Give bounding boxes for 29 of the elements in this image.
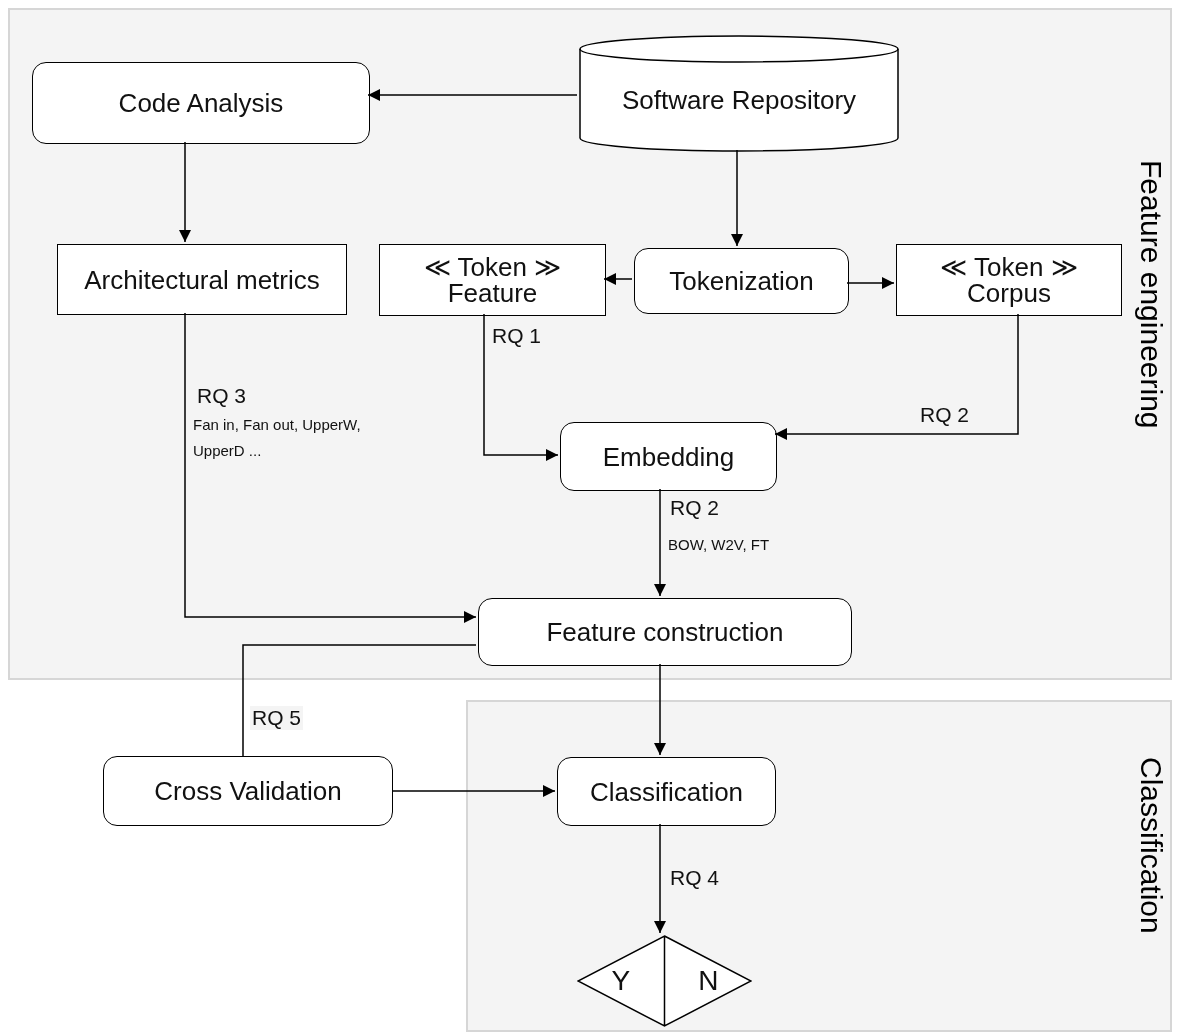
panel-label: Feature engineering [1136,160,1166,429]
database-cylinder: Software Repository [579,35,899,152]
process-box: Feature construction [478,598,852,666]
connector-arrow [603,273,633,285]
metric-note: Fan in, Fan out, UpperW, UpperD ... [193,415,362,461]
connector-arrow [846,277,895,289]
process-box: Code Analysis [32,62,370,144]
process-box: Classification [557,757,776,826]
group-panel [8,8,1172,680]
process-box: ≪ Token ≫ Corpus [896,244,1122,316]
metric-note: BOW, W2V, FT [668,535,771,555]
connector-arrow [392,785,556,797]
process-box: Cross Validation [103,756,393,826]
group-panel [466,700,1172,1032]
connector-arrow [367,89,578,101]
connector-arrow [654,663,666,756]
connector-arrow [731,149,743,247]
connector-arrow [179,141,191,243]
process-box: Embedding [560,422,777,491]
connector-arrow [654,488,666,597]
connector-arrow [774,313,1019,440]
process-box: ≪ Token ≫ Feature [379,244,606,316]
connector-arrow [654,823,666,934]
process-box: Architectural metrics [57,244,347,315]
edge-label: RQ 5 [250,706,303,730]
panel-label: Classification [1136,757,1166,934]
connector-arrow [184,312,477,623]
process-box: Tokenization [634,248,849,314]
connector-arrow [483,313,559,461]
